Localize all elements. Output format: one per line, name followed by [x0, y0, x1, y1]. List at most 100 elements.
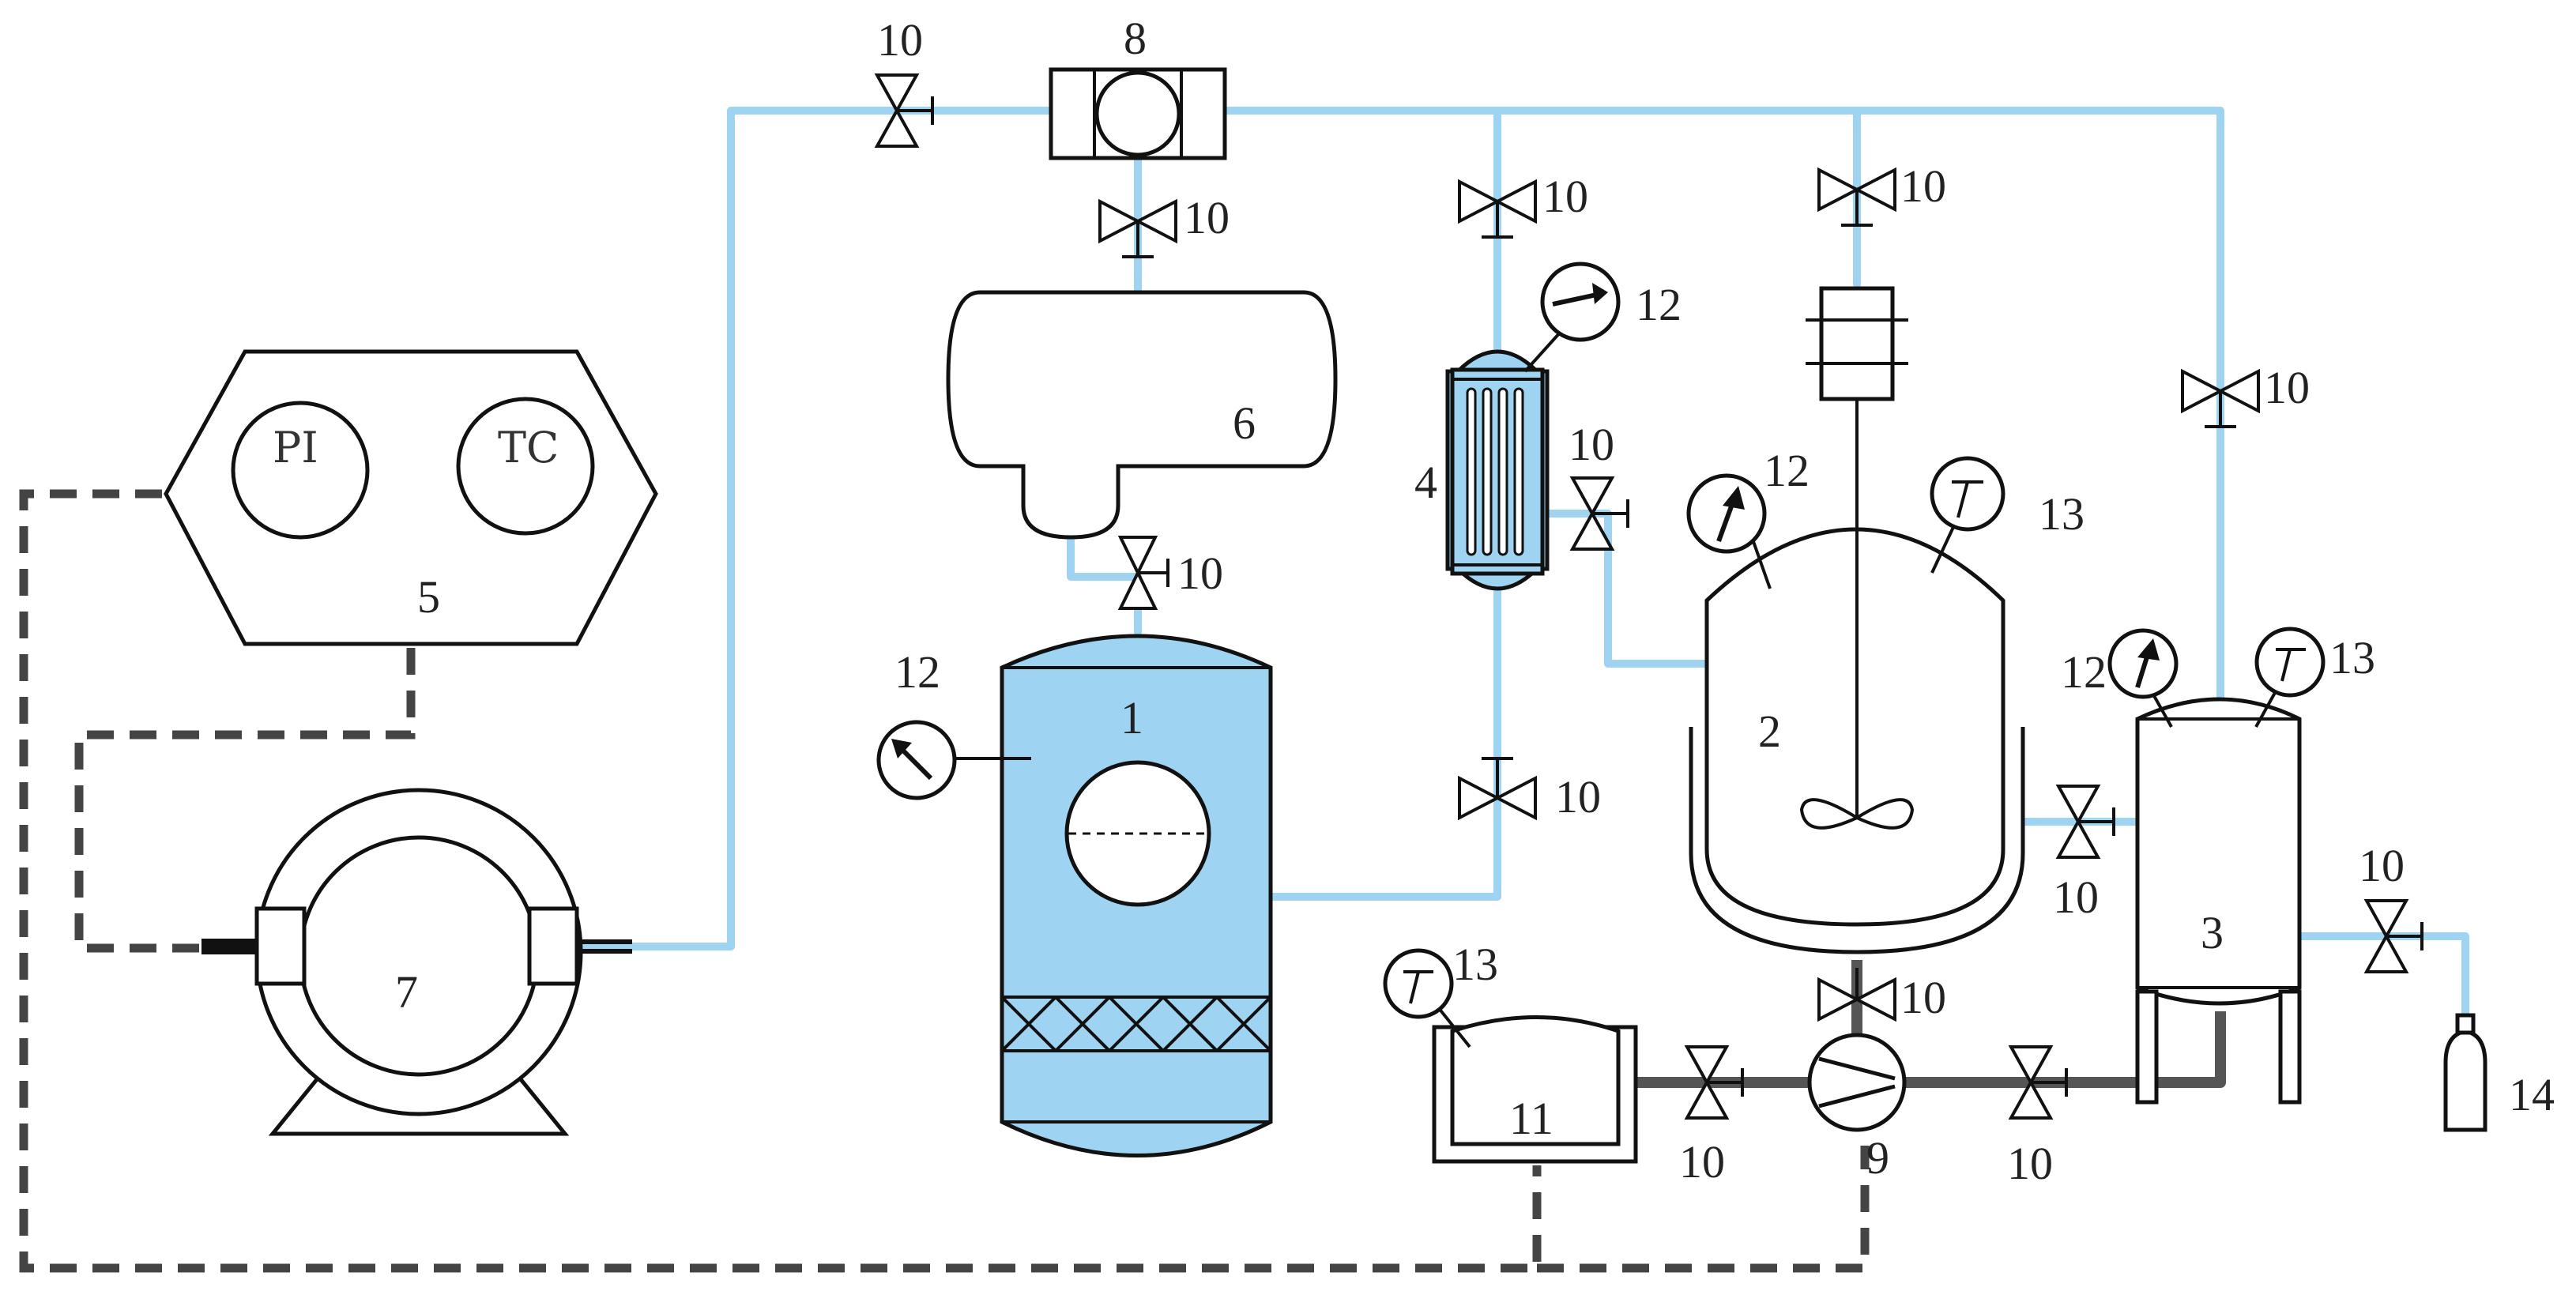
tank-11: 11 13 — [1383, 939, 1638, 1164]
label-10-c: 10 — [1177, 548, 1223, 599]
tube-3 — [1497, 387, 1508, 556]
label-11: 11 — [1509, 1093, 1554, 1144]
label-10-i: 10 — [2053, 871, 2099, 923]
tank-3: 3 12 13 — [2061, 627, 2375, 1105]
label-3: 3 — [2201, 907, 2224, 958]
compressor-outlet-flange — [527, 906, 579, 986]
valve-10-g[interactable]: 10 — [1569, 419, 1629, 551]
label-12-reactor2: 12 — [1764, 445, 1810, 496]
label-9: 9 — [1866, 1132, 1889, 1184]
gas-line-reactor1-to-condenser — [1267, 585, 1501, 901]
gas-cylinder-icon — [2443, 1029, 2487, 1132]
thermo-3-lead — [2254, 691, 2277, 728]
compressor-7: 7 — [254, 788, 583, 1136]
thermo-11-symbol — [1403, 970, 1433, 1004]
valve-8-ball-icon — [1094, 70, 1181, 157]
reactor-1-packing-icon — [1000, 996, 1272, 1052]
gauge-4-needle — [1552, 292, 1601, 307]
signal-lines — [19, 489, 1870, 1273]
label-13-tank3: 13 — [2329, 632, 2375, 683]
label-10-m: 10 — [2359, 840, 2405, 891]
reactor-2: 2 12 13 — [1686, 286, 2085, 954]
label-10-a: 10 — [877, 14, 923, 66]
label-12-tank3: 12 — [2061, 646, 2107, 698]
valve-10-m[interactable]: 10 — [2359, 840, 2423, 973]
reactor-1: 1 12 — [876, 634, 1273, 1157]
gauge-1-arrow — [891, 739, 912, 758]
condenser-tubes-icon — [1466, 387, 1524, 556]
label-13-reactor2: 13 — [2039, 488, 2085, 540]
label-13-tank11: 13 — [1452, 939, 1498, 990]
gas-cylinder-14: 14 — [2443, 1013, 2555, 1132]
tank-6: 6 — [946, 290, 1338, 540]
signal-line-panel-to-tank11 — [19, 489, 1542, 1273]
valve-8[interactable]: 8 — [1049, 13, 1227, 160]
condenser-4: 4 12 — [1414, 262, 1682, 591]
valve-10-e[interactable]: 10 — [1817, 160, 1946, 227]
pi-label: PI — [273, 423, 318, 472]
tc-label: TC — [498, 423, 559, 472]
valve-10-j[interactable]: 10 — [1817, 968, 1946, 1023]
tube-1 — [1466, 387, 1477, 556]
valves: 10 10 10 10 10 — [874, 14, 2423, 1189]
tube-4 — [1513, 387, 1524, 556]
gauge-3-arrow — [2137, 638, 2160, 661]
thermo-2-symbol — [1952, 480, 1983, 518]
liquid-line-pump-to-tank3 — [1904, 1011, 2226, 1088]
valve-10-f[interactable]: 10 — [2181, 362, 2310, 428]
gas-cylinder-cap — [2455, 1013, 2476, 1035]
valve-10-h[interactable]: 10 — [1458, 757, 1601, 822]
gauge-4-lead — [1523, 330, 1562, 373]
valve-10-d[interactable]: 10 — [1458, 171, 1588, 239]
label-10-k: 10 — [1679, 1136, 1725, 1187]
gas-header — [1221, 107, 2224, 719]
pressure-indicator-dial — [231, 401, 370, 540]
pump-9: 9 — [1807, 1033, 1907, 1184]
tank-3-leg-left — [2135, 989, 2159, 1105]
label-6: 6 — [1233, 397, 1256, 449]
agitator-motor — [1819, 286, 1895, 401]
tank-11-inner — [1450, 1015, 1621, 1146]
pressure-gauge-icon — [1540, 262, 1621, 342]
label-2: 2 — [1758, 706, 1781, 757]
valve-10-c[interactable]: 10 — [1117, 536, 1223, 610]
label-10-g: 10 — [1569, 419, 1614, 470]
valve-10-i[interactable]: 10 — [2053, 785, 2115, 923]
label-10-b: 10 — [1184, 192, 1230, 243]
gas-line-condenser-to-reactor2 — [1529, 510, 1711, 668]
valve-10-k[interactable]: 10 — [1679, 1045, 1744, 1187]
tank-3-leg-right — [2278, 989, 2302, 1105]
gas-line-compressor-out — [573, 107, 1059, 950]
valve-10-a[interactable]: 10 — [874, 14, 934, 148]
label-1: 1 — [1120, 692, 1143, 743]
valve-10-b[interactable]: 10 — [1098, 192, 1230, 258]
temperature-controller-dial — [456, 397, 595, 536]
label-10-f: 10 — [2264, 362, 2310, 413]
control-panel-5: PI TC 5 — [164, 349, 658, 646]
compressor-rotor-icon — [298, 835, 540, 1077]
gauge-2-arrow — [1723, 486, 1745, 510]
tube-2 — [1482, 387, 1493, 556]
label-4: 4 — [1414, 457, 1437, 508]
label-8: 8 — [1124, 13, 1147, 64]
label-10-l: 10 — [2007, 1138, 2053, 1189]
compressor-inlet-flange — [254, 906, 307, 986]
pump-symbol — [1818, 1056, 1896, 1108]
gas-line-tank3-to-cylinder — [2295, 932, 2469, 1023]
label-12-reactor1: 12 — [894, 646, 940, 698]
pressure-gauge-icon — [876, 720, 957, 800]
label-7: 7 — [395, 966, 418, 1018]
packing-cross — [1000, 996, 1272, 1052]
thermometer-icon — [2254, 627, 2326, 698]
label-10-h: 10 — [1555, 771, 1601, 822]
label-14: 14 — [2509, 1069, 2555, 1120]
tank-6-body — [946, 290, 1338, 540]
label-10-e: 10 — [1900, 160, 1946, 212]
packing-frame — [1000, 996, 1272, 1052]
valve-10-l[interactable]: 10 — [2007, 1045, 2068, 1189]
reactor-1-sight-glass-icon — [1064, 760, 1211, 907]
signal-line-panel-to-compressor — [74, 648, 416, 953]
gauge-1-needle — [897, 744, 933, 781]
